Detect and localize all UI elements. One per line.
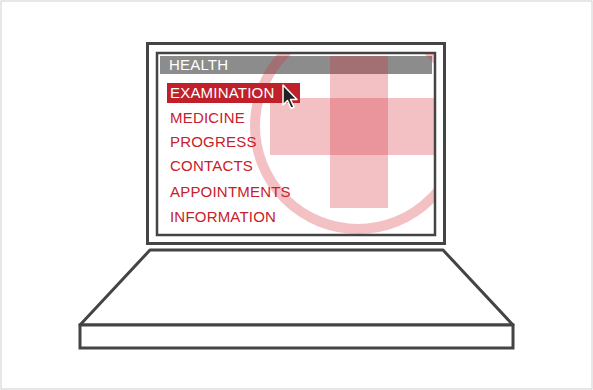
cross-ring [255,54,434,229]
laptop-base [80,325,513,348]
menu-text: EXAMINATION [170,83,300,103]
menu-item: CONTACTS [170,156,253,176]
menu-item: INFORMATION [170,207,276,227]
menu-item: PROGRESS [170,132,257,152]
screen-bezel [148,44,445,244]
menu-item: APPOINTMENTS [170,182,291,202]
keyboard-deck [80,250,513,325]
screen [157,53,435,235]
menu-item: MEDICINE [170,108,245,128]
menu-text: HEALTH [169,56,432,74]
selected-menu-item: EXAMINATION [167,83,300,103]
cross-horizontal [270,98,434,155]
cross-vertical [330,56,388,208]
menu-header-bar: HEALTH [160,56,432,74]
